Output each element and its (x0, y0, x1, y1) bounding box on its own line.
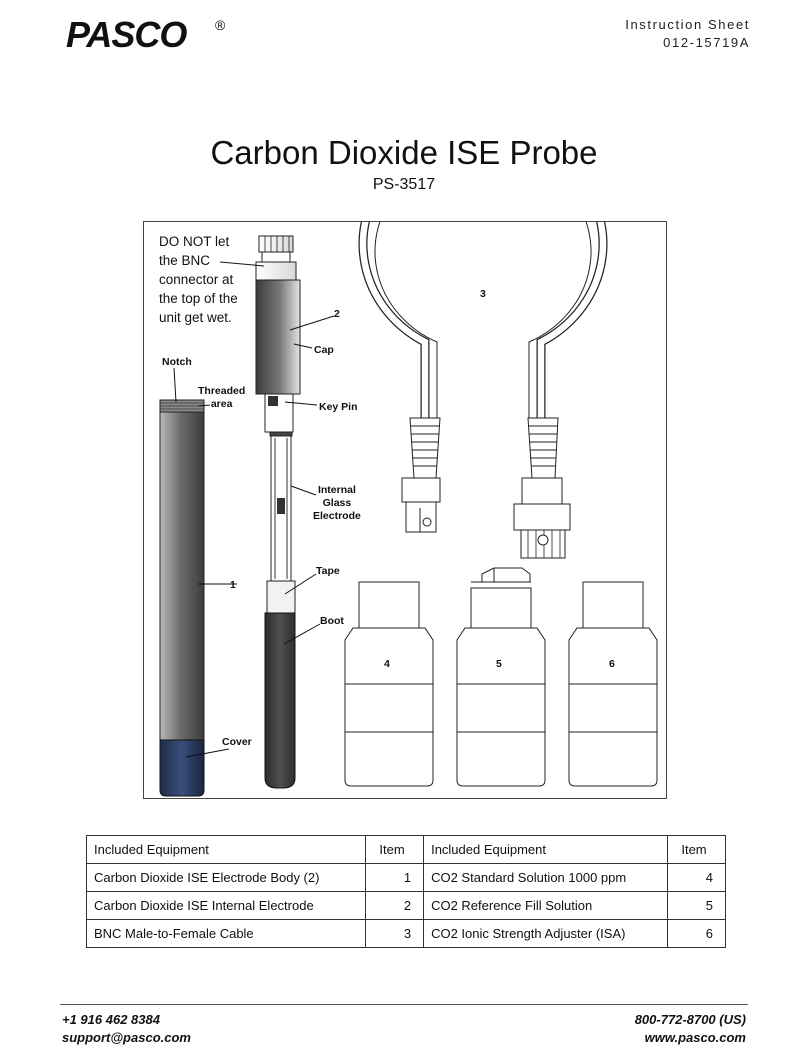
label-tape: Tape (316, 565, 340, 577)
equipment-name: Carbon Dioxide ISE Electrode Body (2) (85, 863, 367, 892)
item-number: 2 (365, 891, 425, 920)
bottle-6 (568, 581, 658, 787)
internal-electrode (255, 235, 301, 789)
bottle-4 (344, 581, 434, 787)
equipment-illustration (159, 222, 658, 797)
leader-lines (173, 261, 335, 758)
bnc-male-end (513, 417, 571, 559)
bnc-cable (358, 222, 608, 422)
item-number: 1 (365, 863, 425, 892)
doc-number: 012-15719A (663, 35, 750, 50)
bnc-female-end (401, 417, 441, 533)
label-key-pin: Key Pin (319, 401, 358, 413)
item-number: 6 (667, 919, 726, 948)
bottle-5 (456, 567, 546, 787)
equipment-name: BNC Male-to-Female Cable (85, 919, 367, 948)
col-header-item: Item (365, 835, 425, 864)
item-number: 5 (667, 891, 726, 920)
pasco-logo: PASCO ® (66, 14, 226, 54)
label-threaded-area: Threaded area (198, 385, 246, 410)
col-header-equipment: Included Equipment (85, 835, 367, 864)
included-equipment-table: Included Equipment Item Included Equipme… (85, 835, 726, 948)
item-number: 3 (365, 919, 425, 948)
label-item-6: 6 (609, 658, 615, 670)
col-header-item: Item (667, 835, 726, 864)
label-item-5: 5 (496, 658, 502, 670)
page-title: Carbon Dioxide ISE Probe (210, 134, 598, 171)
table-row: BNC Male-to-Female Cable 3 CO2 Ionic Str… (85, 919, 726, 948)
phone-international: +1 916 462 8384 (62, 1012, 160, 1027)
table-row: Carbon Dioxide ISE Electrode Body (2) 1 … (85, 863, 726, 892)
label-cap: Cap (314, 344, 334, 356)
website: www.pasco.com (644, 1030, 746, 1045)
label-item-3: 3 (480, 288, 486, 300)
label-cover: Cover (222, 736, 252, 748)
label-item-1: 1 (230, 579, 236, 591)
equipment-name: CO2 Reference Fill Solution (423, 891, 668, 920)
equipment-name: CO2 Ionic Strength Adjuster (ISA) (423, 919, 668, 948)
footer-contact-left: +1 916 462 8384 support@pasco.com (62, 1011, 191, 1047)
label-item-2: 2 (334, 308, 340, 320)
label-item-4: 4 (384, 658, 390, 670)
label-internal-glass-electrode: Internal Glass Electrode (313, 484, 361, 522)
phone-us: 800-772-8700 (US) (634, 1012, 746, 1027)
table-row: Carbon Dioxide ISE Internal Electrode 2 … (85, 891, 726, 920)
svg-text:®: ® (215, 17, 226, 33)
label-notch: Notch (162, 356, 192, 368)
label-boot: Boot (320, 615, 344, 627)
svg-text:PASCO: PASCO (66, 14, 187, 54)
footer-contact-right: 800-772-8700 (US) www.pasco.com (635, 1011, 746, 1047)
support-email: support@pasco.com (62, 1030, 191, 1045)
bnc-warning: DO NOT let the BNC connector at the top … (159, 234, 238, 325)
footer-divider (60, 1004, 748, 1005)
col-header-equipment: Included Equipment (423, 835, 668, 864)
equipment-figure: DO NOT let the BNC connector at the top … (143, 221, 667, 799)
equipment-name: Carbon Dioxide ISE Internal Electrode (85, 891, 367, 920)
electrode-body (159, 399, 205, 797)
header-doc-info: Instruction Sheet 012-15719A (625, 16, 750, 52)
item-number: 4 (667, 863, 726, 892)
model-number: PS-3517 (372, 176, 436, 193)
table-header-row: Included Equipment Item Included Equipme… (85, 835, 726, 864)
equipment-name: CO2 Standard Solution 1000 ppm (423, 863, 668, 892)
doc-type: Instruction Sheet (625, 17, 750, 32)
